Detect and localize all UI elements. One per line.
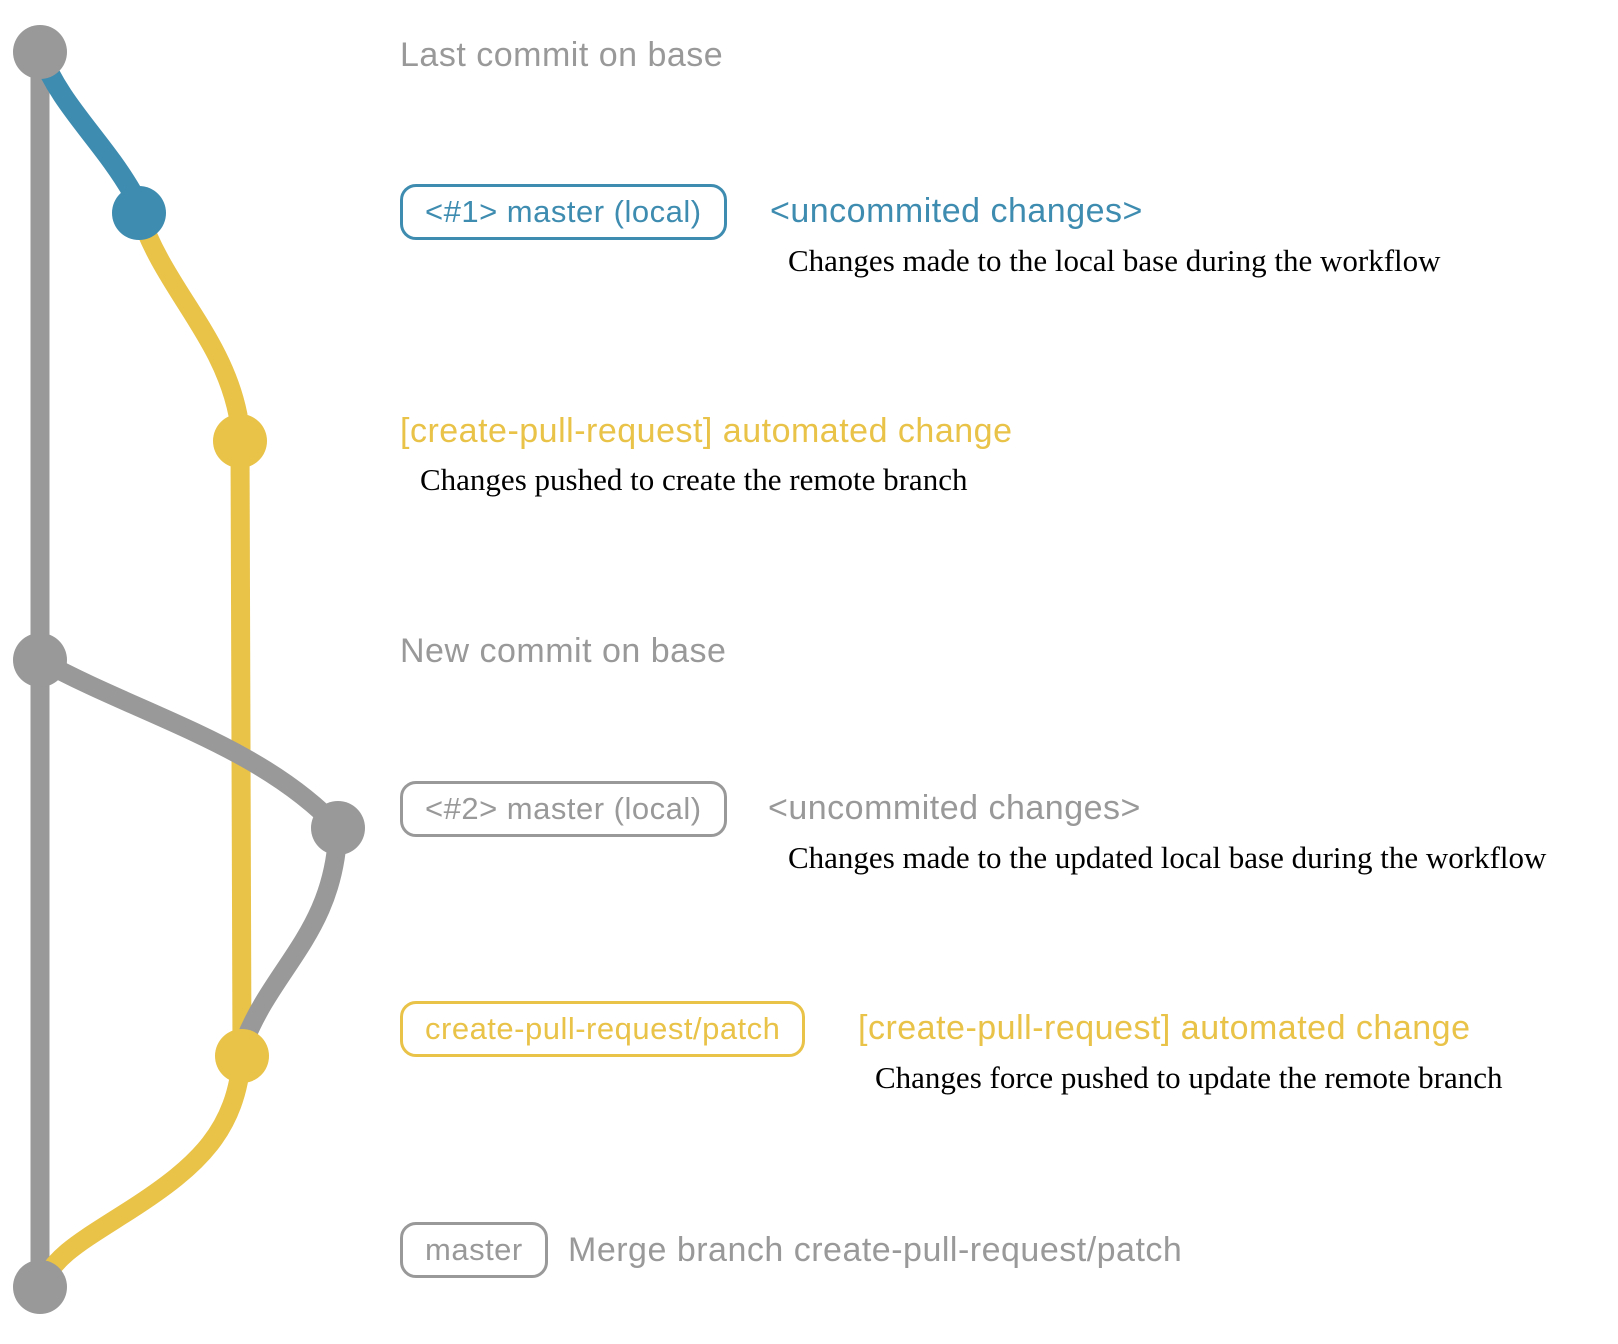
commit-node-local-2 — [311, 801, 365, 855]
commit-node-local-1 — [112, 186, 166, 240]
commit-message-merge-branch: Merge branch create-pull-request/patch — [568, 1231, 1183, 1269]
commit-node-new-base — [13, 633, 67, 687]
rebase-in-curve — [232, 818, 348, 1066]
merge-curve — [30, 1046, 252, 1297]
commit-message-automated-change-1: [create-pull-request] automated change — [400, 412, 1013, 450]
detail-changes-force-pushed: Changes force pushed to update the remot… — [875, 1060, 1503, 1095]
label-new-commit-on-base: New commit on base — [400, 632, 727, 670]
commit-node-last-base — [13, 25, 67, 79]
branch-badge-create-pull-request-patch: create-pull-request/patch — [400, 1001, 806, 1057]
branch-badge-master-local-2: <#2> master (local) — [400, 781, 727, 837]
rebase-out-curve — [30, 650, 348, 838]
branch-badge-master-local-1: <#1> master (local) — [400, 184, 727, 240]
remote-branch-create-curve — [129, 203, 250, 451]
branch-badge-master: master — [400, 1222, 548, 1278]
label-last-commit-on-base: Last commit on base — [400, 36, 724, 74]
note-uncommitted-changes-1: <uncommited changes> — [770, 192, 1143, 230]
commit-graph — [13, 25, 365, 1314]
note-uncommitted-changes-2: <uncommited changes> — [768, 789, 1141, 827]
detail-local-changes-2: Changes made to the updated local base d… — [788, 840, 1547, 875]
detail-local-changes-1: Changes made to the local base during th… — [788, 243, 1441, 278]
commit-node-remote-created — [213, 414, 267, 468]
detail-changes-pushed: Changes pushed to create the remote bran… — [420, 462, 968, 497]
commit-message-automated-change-2: [create-pull-request] automated change — [858, 1009, 1471, 1047]
local-branch-curve — [30, 42, 149, 223]
commit-node-remote-updated — [215, 1029, 269, 1083]
commit-node-merge — [13, 1260, 67, 1314]
